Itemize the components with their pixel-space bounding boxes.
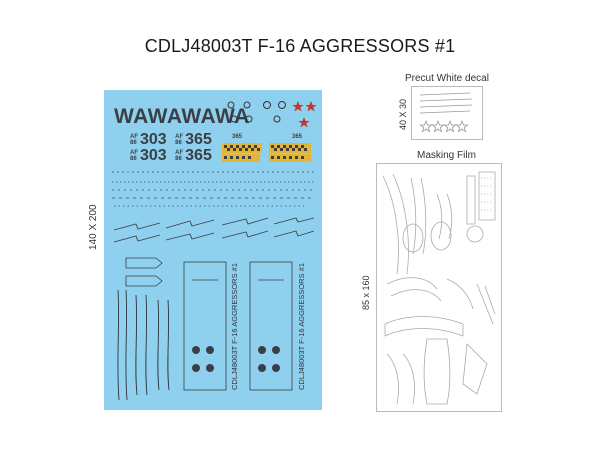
national-insignia-decals (192, 346, 280, 372)
precut-artwork (419, 92, 473, 133)
decal-sheet-size-label: 140 X 200 (88, 204, 99, 250)
roundel-decal (227, 101, 235, 109)
roundel-decal (263, 101, 271, 109)
roundel-decal (230, 115, 238, 123)
precut-size-label: 40 X 30 (398, 98, 408, 130)
vertical-stripe-decals (117, 289, 170, 401)
red-star-decal (292, 101, 304, 112)
sheet-code-vertical-1: CDLJ48003T F-16 AGGRESSORS #1 (230, 262, 239, 390)
tank-outline-decals (125, 257, 163, 287)
tail-small-number: 365 (185, 131, 212, 148)
tail-big-number: 303 (140, 131, 167, 148)
page-title: CDLJ48003T F-16 AGGRESSORS #1 (144, 36, 456, 56)
red-star-decal (305, 101, 317, 112)
masking-size-label: 85 x 160 (361, 275, 371, 310)
small-serial-2: 365 (292, 134, 303, 140)
precut-label: Precut White decal (405, 73, 489, 84)
walkway-lines (113, 217, 315, 243)
masking-film-panel (376, 163, 502, 412)
tail-big-number: 303 (140, 147, 167, 164)
precut-decal-panel (411, 86, 483, 140)
instrument-panel-decals (183, 261, 293, 391)
masking-artwork (382, 171, 496, 405)
tail-small-number: 365 (185, 147, 212, 164)
masking-label: Masking Film (417, 150, 476, 161)
unit-code-text: WAWAWAWA (114, 105, 250, 128)
small-serial-1: 365 (232, 134, 243, 140)
roundel-decal (245, 115, 253, 123)
stencil-rows (112, 171, 314, 207)
red-star-decal (298, 117, 310, 128)
roundel-decal (273, 115, 281, 123)
decal-artwork (112, 101, 317, 401)
roundel-decal (243, 101, 251, 109)
checker-pattern (224, 145, 307, 159)
sheet-code-vertical-2: CDLJ48003T F-16 AGGRESSORS #1 (297, 262, 306, 390)
roundel-decal (278, 101, 286, 109)
